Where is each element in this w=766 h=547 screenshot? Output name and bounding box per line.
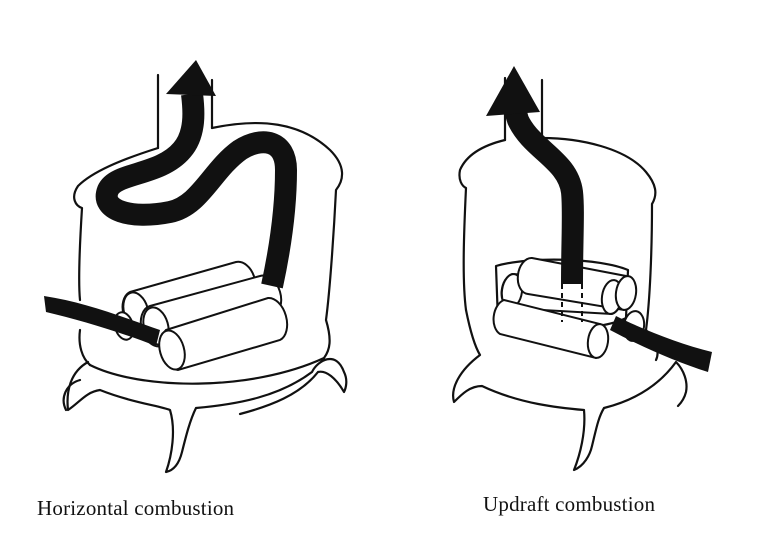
horizontal-combustion-caption: Horizontal combustion bbox=[37, 496, 235, 520]
left-log-pile bbox=[113, 260, 289, 372]
updraft-combustion-caption: Updraft combustion bbox=[483, 492, 656, 516]
right-gas-flow-path bbox=[503, 91, 584, 285]
right-exhaust-arrow-icon bbox=[486, 66, 540, 116]
right-hidden-flow bbox=[561, 284, 583, 322]
left-stove-body bbox=[73, 121, 344, 367]
left-gas-flow-path bbox=[95, 92, 297, 289]
left-stove-leg bbox=[62, 378, 82, 412]
left-chimney-pipe bbox=[156, 73, 214, 150]
left-log-end bbox=[158, 329, 186, 371]
right-log-end bbox=[614, 275, 638, 311]
right-log-end bbox=[586, 323, 610, 359]
updraft-combustion-stove bbox=[452, 66, 712, 472]
left-stove-base bbox=[66, 356, 348, 474]
right-stove-body bbox=[458, 136, 657, 332]
left-exhaust-arrow-icon bbox=[166, 60, 216, 96]
horizontal-combustion-stove bbox=[44, 60, 348, 474]
left-air-inlet bbox=[44, 296, 160, 346]
right-air-inlet bbox=[610, 316, 712, 372]
